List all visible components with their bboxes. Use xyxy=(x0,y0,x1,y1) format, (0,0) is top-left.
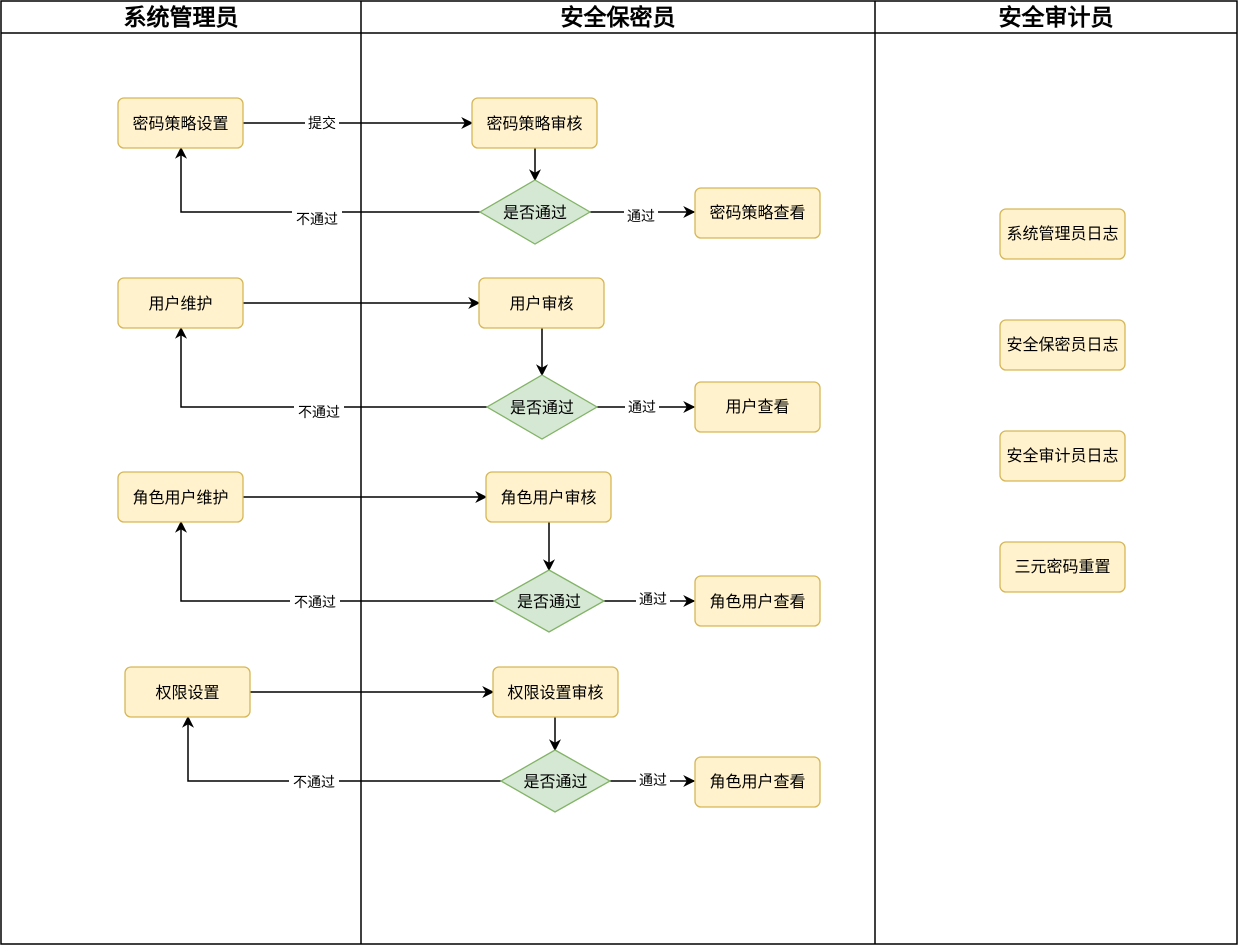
node-pwd-policy-view[interactable] xyxy=(694,187,821,239)
node-perm-review-label: 权限设置审核 xyxy=(507,683,603,702)
node-security-officer-log-label: 安全保密员日志 xyxy=(1006,335,1118,354)
decision-perm[interactable] xyxy=(499,749,612,813)
node-perm-setting-label: 权限设置 xyxy=(155,683,219,702)
edge-reject-4 xyxy=(182,715,501,782)
node-user-view[interactable] xyxy=(694,381,821,433)
edge-reject-1 xyxy=(175,146,480,213)
node-pwd-policy-view-label: 密码策略查看 xyxy=(709,203,805,222)
edge-label-pass-1: 通过 xyxy=(627,209,655,225)
node-perm-setting[interactable] xyxy=(124,666,251,718)
node-sysadmin-log[interactable] xyxy=(999,208,1126,260)
edge-reject-3 xyxy=(175,520,494,602)
edge-label-reject-3: 不通过 xyxy=(294,595,336,611)
edge-label-submit: 提交 xyxy=(308,115,336,132)
node-perm-view-label: 角色用户查看 xyxy=(709,772,805,791)
node-role-user-view-label: 角色用户查看 xyxy=(709,592,805,611)
edge-reject-2 xyxy=(175,326,487,408)
node-pwd-policy-review[interactable] xyxy=(471,97,598,149)
edge-label-reject-4: 不通过 xyxy=(293,775,335,791)
node-pwd-policy-setting-label: 密码策略设置 xyxy=(132,114,228,133)
node-role-user-review-label: 角色用户审核 xyxy=(500,488,596,507)
node-role-user-maintain-label: 角色用户维护 xyxy=(132,488,228,507)
node-role-user-view[interactable] xyxy=(694,575,821,627)
decision-role-user[interactable] xyxy=(492,569,606,633)
node-role-user-maintain[interactable] xyxy=(117,471,244,523)
edge-label-pass-3: 通过 xyxy=(639,592,667,608)
node-triple-pwd-reset[interactable] xyxy=(999,541,1126,593)
node-user-review-label: 用户审核 xyxy=(509,294,573,313)
node-user-view-label: 用户查看 xyxy=(725,397,789,416)
decision-user-label: 是否通过 xyxy=(510,398,574,417)
node-perm-review[interactable] xyxy=(492,666,619,718)
decision-pwd-policy-label: 是否通过 xyxy=(503,203,567,222)
node-perm-view[interactable] xyxy=(694,756,821,808)
node-user-review[interactable] xyxy=(478,277,605,329)
lane-title-auditor: 安全审计员 xyxy=(999,4,1114,31)
node-pwd-policy-setting[interactable] xyxy=(117,97,244,149)
node-sysadmin-log-label: 系统管理员日志 xyxy=(1006,224,1118,243)
node-user-maintain[interactable] xyxy=(117,277,244,329)
node-user-maintain-label: 用户维护 xyxy=(148,294,212,313)
edge-label-pass-4: 通过 xyxy=(639,773,667,789)
decision-pwd-policy[interactable] xyxy=(478,179,592,245)
node-security-officer-log[interactable] xyxy=(999,319,1126,371)
edge-label-pass-2: 通过 xyxy=(628,400,656,416)
decision-user[interactable] xyxy=(485,374,599,440)
edge-label-reject-1: 不通过 xyxy=(296,212,338,228)
edge-label-reject-2: 不通过 xyxy=(298,405,340,421)
lane-title-security-officer: 安全保密员 xyxy=(561,4,676,31)
decision-perm-label: 是否通过 xyxy=(523,772,587,791)
node-auditor-log-label: 安全审计员日志 xyxy=(1006,446,1118,465)
node-role-user-review[interactable] xyxy=(485,471,612,523)
lane-title-sysadmin: 系统管理员 xyxy=(124,4,239,31)
node-triple-pwd-reset-label: 三元密码重置 xyxy=(1014,557,1110,576)
decision-role-user-label: 是否通过 xyxy=(517,592,581,611)
node-pwd-policy-review-label: 密码策略审核 xyxy=(486,114,582,133)
node-auditor-log[interactable] xyxy=(999,430,1126,482)
